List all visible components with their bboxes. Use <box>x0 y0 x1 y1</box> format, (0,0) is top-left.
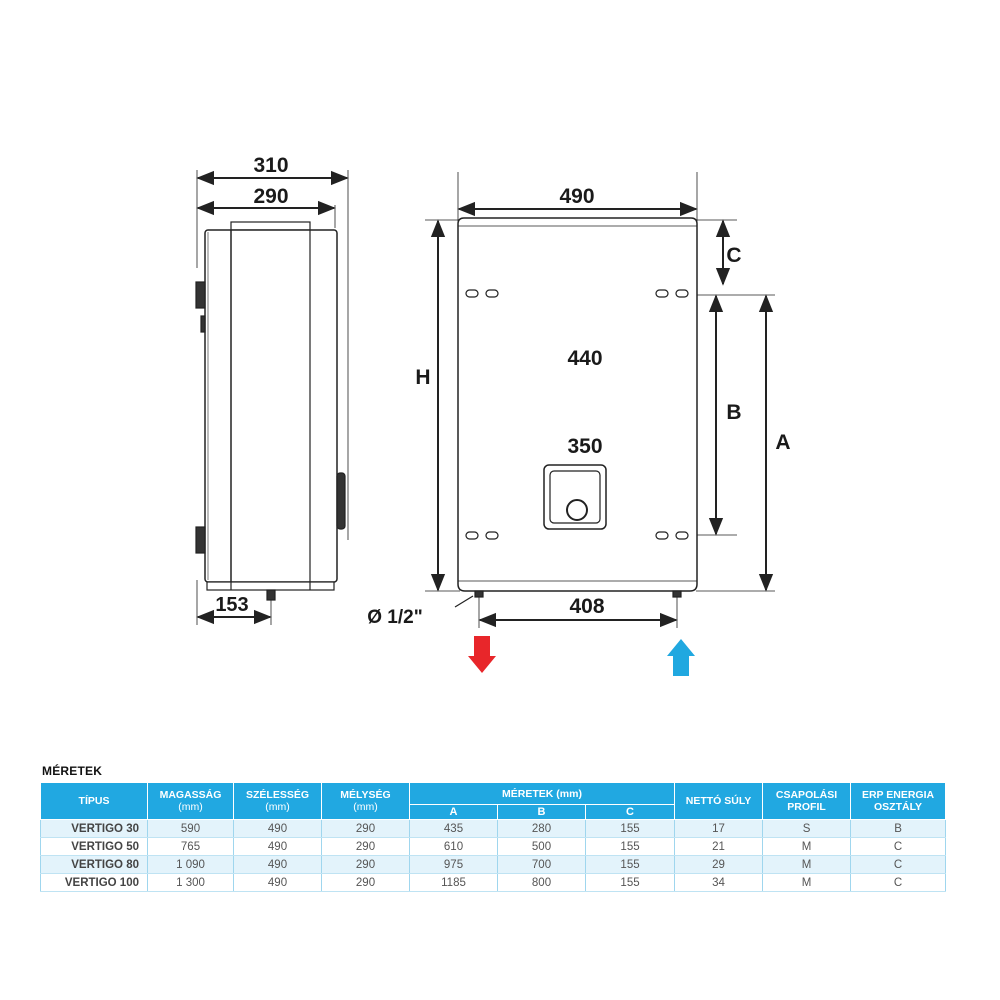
header-b: B <box>497 804 586 820</box>
cell-b: 280 <box>497 819 586 838</box>
cell-depth: 290 <box>321 837 410 856</box>
cell-erp: C <box>850 855 947 874</box>
table-row: VERTIGO 100 1 300 490 290 1185 800 155 3… <box>40 873 947 892</box>
table-row: VERTIGO 50 765 490 290 610 500 155 21 M … <box>40 837 947 856</box>
table-row: VERTIGO 80 1 090 490 290 975 700 155 29 … <box>40 855 947 874</box>
arrow-down-icon <box>468 636 496 673</box>
cell-width: 490 <box>233 855 322 874</box>
cell-c: 155 <box>584 819 676 838</box>
cell-erp: C <box>850 873 947 892</box>
header-width: SZÉLESSÉG(mm) <box>233 782 322 820</box>
header-height: MAGASSÁG(mm) <box>147 782 234 820</box>
table-row: VERTIGO 30 590 490 290 435 280 155 17 S … <box>40 819 947 838</box>
cell-c: 155 <box>584 837 676 856</box>
header-a: A <box>409 804 498 820</box>
cell-b: 800 <box>497 873 586 892</box>
cell-profile: M <box>762 855 852 874</box>
table-title: MÉRETEK <box>42 764 103 778</box>
dim-c-label: C <box>726 244 741 267</box>
cell-type: VERTIGO 30 <box>40 819 148 838</box>
dim-h-label: H <box>415 366 430 389</box>
dim-a-label: A <box>775 431 790 454</box>
dim-350-label: 350 <box>567 435 602 458</box>
dim-490-label: 490 <box>559 185 594 208</box>
dim-290-label: 290 <box>253 185 288 208</box>
cell-type: VERTIGO 100 <box>40 873 148 892</box>
dim-b-label: B <box>726 401 741 424</box>
header-type: TÍPUS <box>40 782 148 820</box>
cell-profile: M <box>762 837 852 856</box>
control-panel <box>543 464 607 530</box>
cell-a: 610 <box>409 837 498 856</box>
cell-width: 490 <box>233 819 322 838</box>
cell-a: 1185 <box>409 873 498 892</box>
dim-408-label: 408 <box>569 595 604 618</box>
cell-c: 155 <box>584 855 676 874</box>
thermostat-knob <box>566 499 588 521</box>
cell-b: 500 <box>497 837 586 856</box>
cell-weight: 21 <box>674 837 764 856</box>
cell-width: 490 <box>233 837 322 856</box>
cell-c: 155 <box>584 873 676 892</box>
dimensions-table-section: MÉRETEK TÍPUS MAGASSÁG(mm) SZÉLESSÉG(mm)… <box>40 764 947 892</box>
dim-153-label: 153 <box>215 594 248 616</box>
cell-depth: 290 <box>321 873 410 892</box>
header-dims: MÉRETEK (mm) <box>408 782 676 805</box>
cell-height: 1 300 <box>147 873 234 892</box>
cell-weight: 29 <box>674 855 764 874</box>
cell-a: 975 <box>409 855 498 874</box>
dim-440-label: 440 <box>567 347 602 370</box>
technical-drawing: 310 290 153 <box>195 154 791 676</box>
header-profile: CSAPOLÁSI PROFIL <box>762 782 852 820</box>
header-depth: MÉLYSÉG(mm) <box>321 782 410 820</box>
pipe-diameter-label: Ø 1/2" <box>367 607 422 628</box>
cell-profile: S <box>762 819 852 838</box>
cell-weight: 17 <box>674 819 764 838</box>
cell-b: 700 <box>497 855 586 874</box>
cell-weight: 34 <box>674 873 764 892</box>
dimensions-table: TÍPUS MAGASSÁG(mm) SZÉLESSÉG(mm) MÉLYSÉG… <box>40 782 947 892</box>
cell-erp: C <box>850 837 947 856</box>
cell-height: 765 <box>147 837 234 856</box>
front-view <box>425 172 775 628</box>
header-weight: NETTÓ SÚLY <box>674 782 764 820</box>
cell-profile: M <box>762 873 852 892</box>
cell-depth: 290 <box>321 855 410 874</box>
cell-height: 590 <box>147 819 234 838</box>
cell-type: VERTIGO 50 <box>40 837 148 856</box>
cell-width: 490 <box>233 873 322 892</box>
cell-height: 1 090 <box>147 855 234 874</box>
side-view <box>195 170 349 625</box>
cell-a: 435 <box>409 819 498 838</box>
header-erp: ERP ENERGIA OSZTÁLY <box>850 782 947 820</box>
dim-310-label: 310 <box>253 154 288 177</box>
cell-depth: 290 <box>321 819 410 838</box>
cell-type: VERTIGO 80 <box>40 855 148 874</box>
header-c: C <box>584 804 676 820</box>
cell-erp: B <box>850 819 947 838</box>
arrow-up-icon <box>667 639 695 676</box>
